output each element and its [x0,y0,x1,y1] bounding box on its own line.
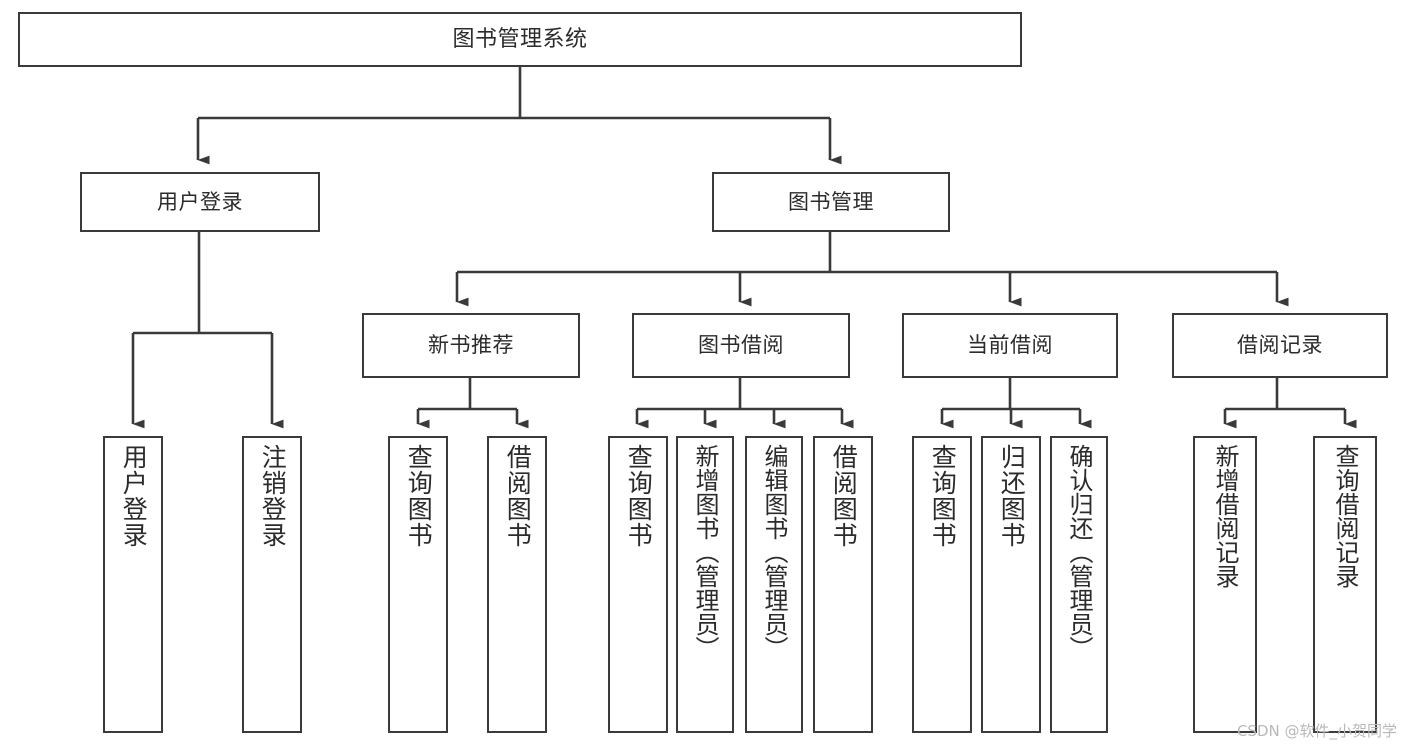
node-label: 借阅图书 [503,444,533,548]
node-borrow-record[interactable]: 借阅记录 [1172,313,1388,378]
node-label: 当前借阅 [967,333,1053,358]
node-label: 查询图书 [928,444,958,548]
leaf-confirm-return-admin[interactable]: 确认归还（管理员） [1050,436,1108,733]
leaf-borrow-book[interactable]: 借阅图书 [813,436,873,733]
node-label: 归还图书 [997,444,1027,548]
leaf-borrow-book-recommend[interactable]: 借阅图书 [487,436,547,733]
node-book-management[interactable]: 图书管理 [712,172,950,232]
node-label: 图书管理系统 [452,26,588,52]
node-label: 新增图书（管理员） [691,444,719,660]
leaf-add-borrow-record[interactable]: 新增借阅记录 [1193,436,1257,733]
node-label: 新增借阅记录 [1211,444,1239,588]
node-label: 注销登录 [258,444,288,548]
node-root-system[interactable]: 图书管理系统 [18,12,1022,67]
leaf-return-book[interactable]: 归还图书 [981,436,1041,733]
node-label: 新书推荐 [428,333,514,358]
leaf-edit-book-admin[interactable]: 编辑图书（管理员） [745,436,803,733]
node-label: 借阅记录 [1237,333,1323,358]
node-label: 图书借阅 [698,333,784,358]
node-label: 查询图书 [404,444,434,548]
leaf-query-book-borrow[interactable]: 查询图书 [608,436,668,733]
leaf-add-book-admin[interactable]: 新增图书（管理员） [676,436,734,733]
node-label: 图书管理 [788,189,874,214]
node-label: 确认归还（管理员） [1065,444,1093,660]
node-new-book-recommend[interactable]: 新书推荐 [362,313,580,378]
node-label: 用户登录 [119,444,149,548]
leaf-query-book-recommend[interactable]: 查询图书 [388,436,448,733]
leaf-query-borrow-record[interactable]: 查询借阅记录 [1313,436,1377,733]
node-label: 查询图书 [624,444,654,548]
node-label: 用户登录 [157,189,243,214]
leaf-query-book-current[interactable]: 查询图书 [912,436,972,733]
leaf-logout[interactable]: 注销登录 [242,436,302,733]
leaf-user-login[interactable]: 用户登录 [103,436,163,733]
node-label: 查询借阅记录 [1331,444,1359,588]
node-book-borrow[interactable]: 图书借阅 [632,313,850,378]
node-current-borrow[interactable]: 当前借阅 [902,313,1118,378]
node-label: 借阅图书 [829,444,859,548]
node-user-login[interactable]: 用户登录 [80,172,320,232]
node-label: 编辑图书（管理员） [760,444,788,660]
csdn-watermark: CSDN @软件_小贺同学 [1236,722,1397,740]
